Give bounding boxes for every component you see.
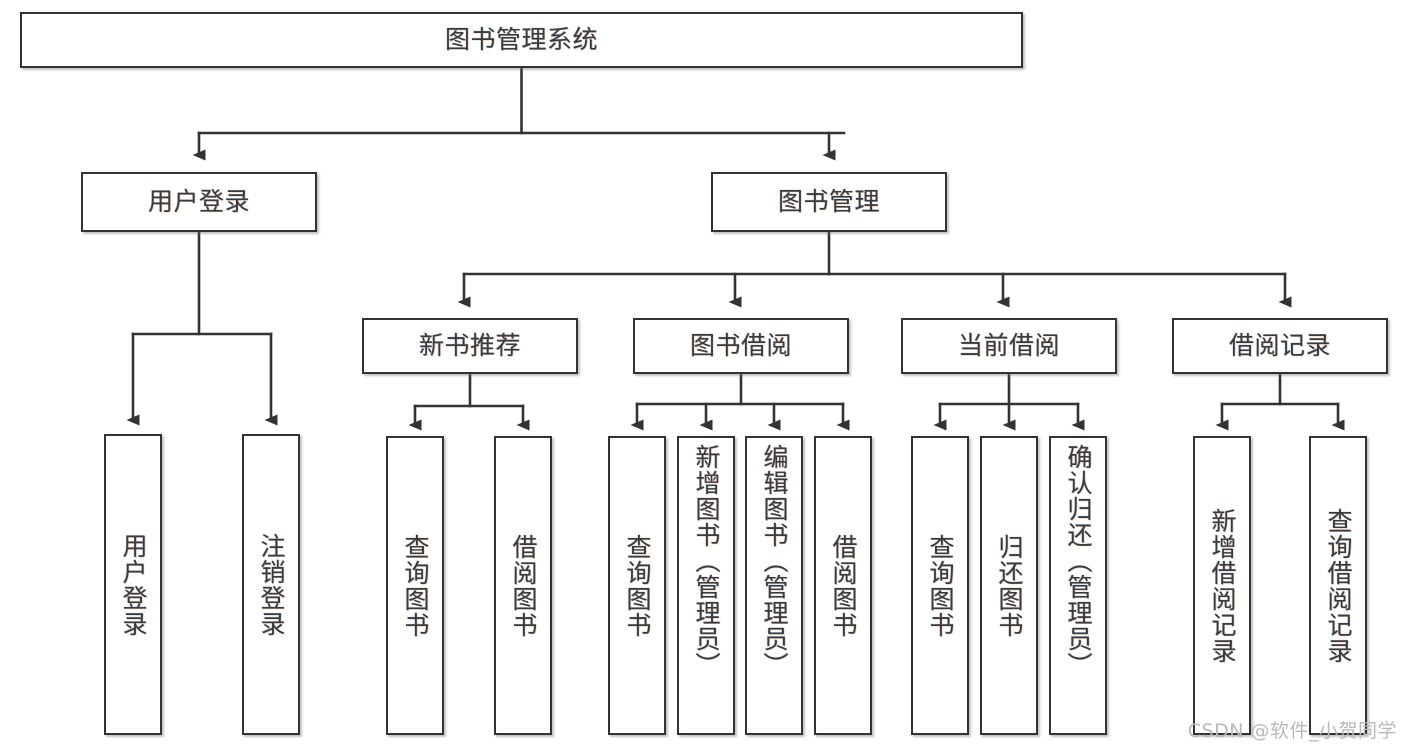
node-label: 图书管理 bbox=[777, 186, 880, 216]
node-borrow-record[interactable]: 借阅记录 bbox=[1172, 318, 1388, 374]
leaf-return-book[interactable]: 归还图书 bbox=[980, 436, 1038, 735]
leaf-label: 查询图书 bbox=[401, 533, 430, 638]
node-book-borrow[interactable]: 图书借阅 bbox=[633, 318, 849, 374]
leaf-label: 查询图书 bbox=[926, 533, 955, 638]
leaf-label: 编辑图书（管理员） bbox=[760, 444, 789, 678]
leaf-confirm-return-admin[interactable]: 确认归还（管理员） bbox=[1049, 436, 1107, 735]
leaf-user-login[interactable]: 用户登录 bbox=[104, 434, 162, 735]
leaf-query-book-recommend[interactable]: 查询图书 bbox=[386, 436, 444, 735]
node-book-manage[interactable]: 图书管理 bbox=[711, 172, 947, 232]
node-label: 当前借阅 bbox=[957, 330, 1060, 360]
node-label: 图书借阅 bbox=[689, 330, 792, 360]
leaf-label: 归还图书 bbox=[995, 533, 1024, 638]
leaf-query-borrow-record[interactable]: 查询借阅记录 bbox=[1309, 436, 1367, 735]
leaf-query-book-borrow[interactable]: 查询图书 bbox=[608, 436, 666, 735]
leaf-add-borrow-record[interactable]: 新增借阅记录 bbox=[1193, 436, 1251, 735]
leaf-label: 用户登录 bbox=[119, 532, 148, 637]
node-label: 图书管理系统 bbox=[444, 24, 598, 54]
leaf-label: 新增借阅记录 bbox=[1208, 507, 1237, 664]
node-label: 新书推荐 bbox=[418, 330, 521, 360]
leaf-add-book-admin[interactable]: 新增图书（管理员） bbox=[677, 436, 735, 735]
leaf-user-logout[interactable]: 注销登录 bbox=[242, 434, 300, 735]
leaf-query-book-current[interactable]: 查询图书 bbox=[911, 436, 969, 735]
leaf-label: 查询图书 bbox=[623, 533, 652, 638]
leaf-label: 注销登录 bbox=[257, 532, 286, 637]
leaf-label: 借阅图书 bbox=[829, 533, 858, 638]
leaf-label: 借阅图书 bbox=[509, 533, 538, 638]
leaf-label: 查询借阅记录 bbox=[1324, 507, 1353, 664]
leaf-borrow-book-recommend[interactable]: 借阅图书 bbox=[494, 436, 552, 735]
node-new-book-recommend[interactable]: 新书推荐 bbox=[362, 318, 578, 374]
leaf-label: 确认归还（管理员） bbox=[1064, 444, 1093, 678]
node-label: 用户登录 bbox=[147, 186, 250, 216]
node-current-borrow[interactable]: 当前借阅 bbox=[901, 318, 1117, 374]
node-label: 借阅记录 bbox=[1228, 330, 1331, 360]
leaf-label: 新增图书（管理员） bbox=[692, 444, 721, 678]
node-root-book-management-system[interactable]: 图书管理系统 bbox=[20, 12, 1023, 68]
node-user-login[interactable]: 用户登录 bbox=[81, 172, 317, 232]
leaf-edit-book-admin[interactable]: 编辑图书（管理员） bbox=[745, 436, 803, 735]
leaf-borrow-book[interactable]: 借阅图书 bbox=[814, 436, 872, 735]
